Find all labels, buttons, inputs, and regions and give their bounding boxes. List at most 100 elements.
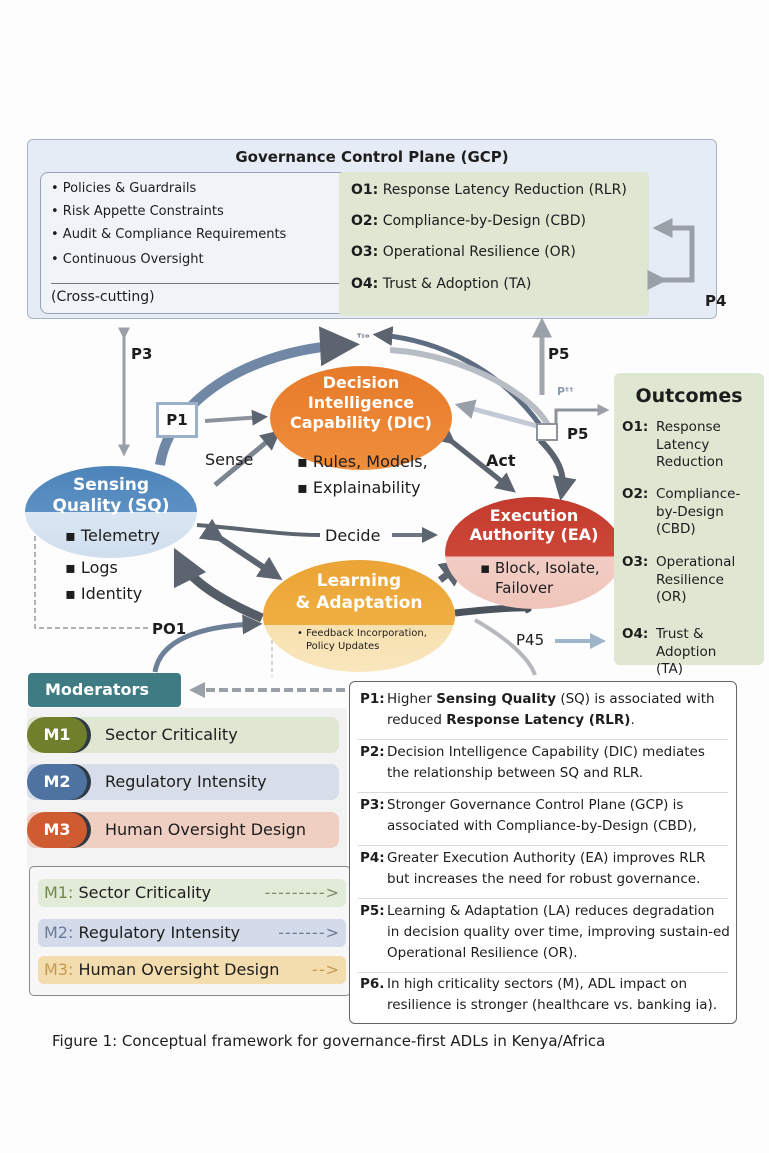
divider — [358, 845, 728, 846]
legend-label: Human Oversight Design — [78, 960, 280, 979]
gcp-bullet: • Risk Appette Constraints — [51, 204, 224, 219]
outcome-item: O2: Compliance-by-Design (CBD) — [622, 486, 746, 539]
dashed-arrow-icon: --> — [312, 960, 340, 979]
divider — [358, 972, 728, 973]
legend-code: M3: — [44, 960, 74, 979]
proposition-text: Decision Intelligence Capability (DIC) m… — [387, 744, 705, 781]
proposition-p5: P5: Learning & Adaptation (LA) reduces d… — [360, 901, 730, 964]
proposition-p6: P6. In high criticality sectors (M), ADL… — [360, 974, 730, 1016]
outcome-code: O1: — [622, 419, 649, 435]
proposition-p1: P1: Higher Sensing Quality (SQ) is assoc… — [360, 689, 730, 731]
proposition-key: P6. — [360, 976, 385, 992]
outcome-code: O3: — [622, 554, 649, 570]
sq-item: ▪ Identity — [65, 584, 143, 603]
outcome-text: Response Latency Reduction — [656, 419, 724, 471]
gcp-outcome: O4: Trust & Adoption (TA) — [351, 276, 531, 292]
proposition-text: In high criticality sectors (M), ADL imp… — [387, 976, 718, 1013]
outcome-text: Operational Resilience (OR) — [656, 554, 736, 606]
gcp-outcome: O1: Response Latency Reduction (RLR) — [351, 182, 627, 198]
proposition-p2: P2: Decision Intelligence Capability (DI… — [360, 742, 730, 784]
la-item-2: Policy Updates — [306, 641, 380, 652]
proposition-key: P2: — [360, 744, 385, 760]
dic-item: ▪ Explainability — [297, 478, 421, 497]
gcp-title: Governance Control Plane (GCP) — [235, 148, 509, 166]
outcome-code: O2: — [351, 213, 379, 229]
p5-right-label: P5 — [567, 425, 589, 443]
sq-la-double-arrow — [198, 518, 283, 580]
cross-cutting-label: (Cross-cutting) — [51, 289, 155, 305]
proposition-text: Higher Sensing Quality (SQ) is associate… — [387, 691, 715, 728]
legend-label: Regulatory Intensity — [78, 923, 241, 942]
ea-item-2: Failover — [495, 579, 554, 597]
la-title-1: Learning — [316, 571, 402, 591]
decide-arrow-line — [196, 523, 321, 537]
outcome-item: O4:Trust & Adoption (TA) — [622, 626, 746, 679]
outcome-text: Compliance-by-Design (CBD) — [656, 486, 741, 538]
moderator-legend: M1: Sector Criticality ---------> M2: Re… — [29, 866, 351, 996]
outcome-item: O1: Response Latency Reduction — [622, 419, 766, 472]
ea-to-la-bar — [454, 604, 532, 617]
outcome-code: O2: — [622, 486, 649, 502]
proposition-p3: P3: Stronger Governance Control Plane (G… — [360, 795, 730, 837]
outcomes-panel: Outcomes O1: Response Latency Reduction O… — [614, 373, 766, 677]
p3-label: P3 — [131, 345, 153, 363]
outcome-text: Operational Resilience (OR) — [382, 244, 576, 260]
moderator-row-m1: M1 Sector Criticality — [27, 717, 339, 753]
p45-label: P45 — [516, 631, 545, 649]
p1-label: P1 — [166, 411, 188, 429]
sq-title-1: Sensing — [72, 475, 150, 495]
ea-item-1: ▪ Block, Isolate, — [480, 559, 600, 577]
divider — [358, 792, 728, 793]
dic-title-3: Capability (DIC) — [290, 413, 432, 432]
execution-authority-node: Execution Authority (EA) ▪ Block, Isolat… — [445, 497, 623, 609]
outcome-item: O3: Operational Resilience (OR) — [622, 554, 746, 607]
la-title-2: & Adaptation — [295, 593, 423, 613]
moderator-row-m2: M2 Regulatory Intensity — [27, 764, 339, 800]
p1-to-dic-arrow — [204, 409, 268, 426]
gcp-outcomes-panel: O1: Response Latency Reduction (RLR) O2:… — [339, 172, 649, 316]
sq-item: ▪ Logs — [65, 558, 118, 577]
sense-label: Sense — [205, 450, 254, 469]
outcome-code: O4: — [622, 626, 649, 642]
dic-title-1: Decision — [322, 373, 400, 392]
divider — [358, 898, 728, 899]
dashed-arrow-icon: ---------> — [264, 883, 340, 902]
outcome-code: O1: — [351, 182, 379, 198]
top-to-ea-arrow — [537, 437, 577, 501]
figure-caption: Figure 1: Conceptual framework for gover… — [52, 1032, 606, 1050]
proposition-text: Learning & Adaptation (LA) reduces degra… — [387, 903, 730, 961]
cross-cutting-arrow-line — [51, 283, 339, 284]
sensing-quality-node: Sensing Quality (SQ) ▪ Telemetry — [25, 466, 197, 558]
gcp-outcome: O3: Operational Resilience (OR) — [351, 244, 576, 260]
garbled-right-label: Pᵗᵗ — [557, 385, 574, 398]
gcp-bullet: • Policies & Guardrails — [51, 181, 197, 196]
legend-row-m3: M3: Human Oversight Design --> — [38, 956, 346, 984]
moderator-code: M1 — [27, 717, 87, 753]
la-item-1: • Feedback Incorporation, — [297, 628, 427, 639]
act-label: Act — [486, 451, 516, 470]
governance-control-plane: Governance Control Plane (GCP) • Policie… — [27, 139, 717, 319]
outcome-text: Trust & Adoption (TA) — [382, 276, 532, 292]
moderator-code: M2 — [27, 764, 87, 800]
sq-item: ▪ Telemetry — [65, 526, 160, 545]
outcome-text: Response Latency Reduction (RLR) — [382, 182, 627, 198]
moderator-label: Regulatory Intensity — [105, 772, 267, 791]
outcomes-title: Outcomes — [635, 385, 743, 407]
learning-adaptation-node: Learning & Adaptation • Feedback Incorpo… — [263, 560, 455, 672]
moderators-header: Moderators — [28, 673, 181, 707]
outcome-code: O3: — [351, 244, 379, 260]
moderator-label: Human Oversight Design — [105, 820, 306, 839]
legend-row-m1: M1: Sector Criticality ---------> — [38, 879, 346, 907]
proposition-p4: P4: Greater Execution Authority (EA) imp… — [360, 848, 730, 890]
propositions-panel: P1: Higher Sensing Quality (SQ) is assoc… — [349, 681, 737, 1024]
outcome-text: Compliance-by-Design (CBD) — [382, 213, 587, 229]
proposition-key: P1: — [360, 691, 385, 707]
legend-label: Sector Criticality — [78, 883, 212, 902]
moderator-row-m3: M3 Human Oversight Design — [27, 812, 339, 848]
la-to-sq-arc — [173, 547, 264, 623]
proposition-text: Greater Execution Authority (EA) improve… — [387, 850, 706, 887]
proposition-key: P5: — [360, 903, 385, 919]
gcp-outcome: O2: Compliance-by-Design (CBD) — [351, 213, 586, 229]
decision-intelligence-node: Decision Intelligence Capability (DIC) — [270, 366, 452, 470]
dashed-arrow-icon: -------> — [278, 923, 340, 942]
